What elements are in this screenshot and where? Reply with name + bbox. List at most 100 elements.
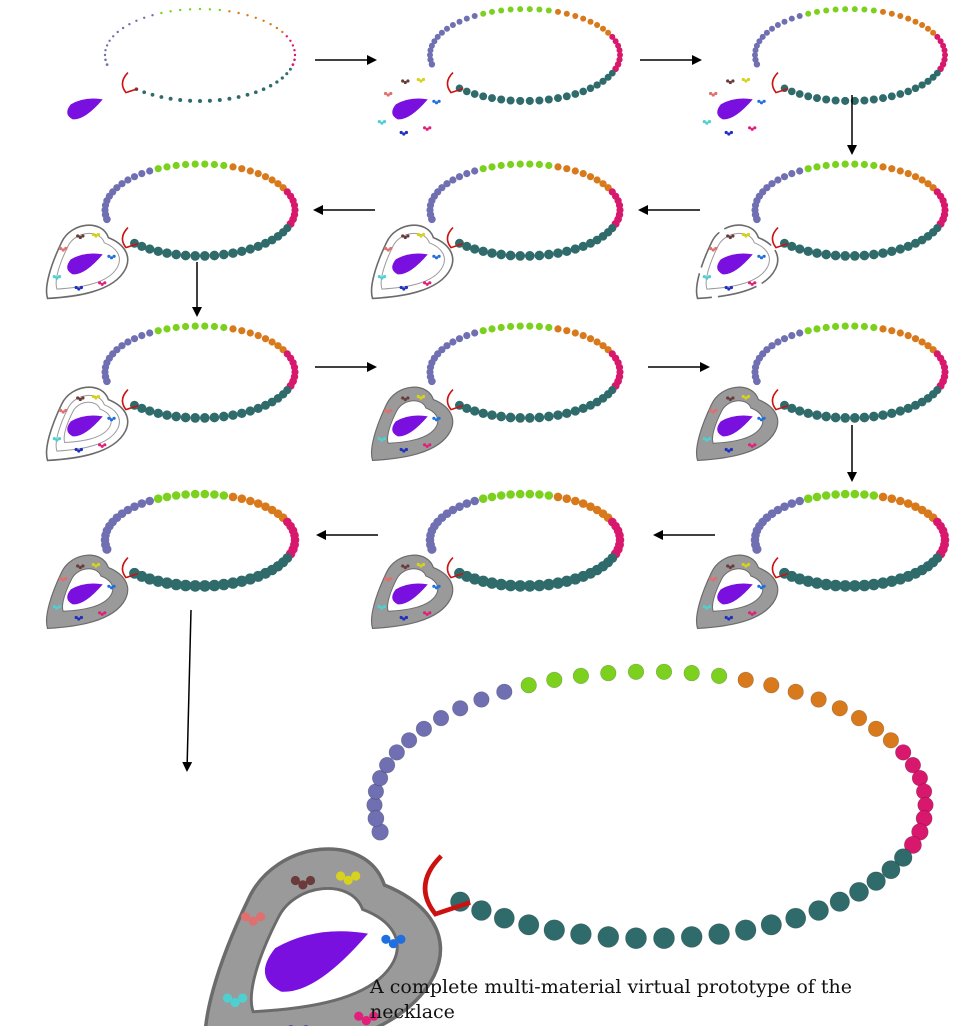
bead — [896, 90, 905, 98]
accent-stone — [61, 248, 65, 252]
accent-stone — [727, 287, 731, 291]
bead — [293, 53, 297, 57]
bead — [254, 170, 262, 178]
step-7 — [45, 322, 299, 462]
bead — [555, 8, 561, 15]
bead — [796, 329, 804, 337]
bead — [108, 39, 111, 42]
accent-stone — [714, 91, 718, 96]
bead — [680, 926, 703, 948]
bead — [903, 241, 913, 251]
bead — [617, 52, 623, 58]
bead — [787, 499, 797, 508]
gem-teardrop — [717, 253, 753, 275]
accent-stone — [757, 584, 761, 588]
cord-clasp — [121, 72, 139, 94]
bead — [894, 573, 906, 585]
bead — [470, 90, 479, 98]
accent-stone — [416, 232, 420, 237]
bead — [495, 578, 507, 591]
accent-stone — [103, 281, 107, 285]
bead — [104, 58, 107, 62]
bead — [496, 249, 507, 260]
accent-stone — [112, 416, 116, 420]
bead — [238, 327, 246, 335]
accent-stone — [741, 77, 745, 82]
accent-stone — [403, 397, 407, 402]
bead — [868, 578, 880, 591]
bead — [171, 491, 181, 500]
accent-stone — [230, 997, 240, 1008]
bead — [201, 322, 209, 330]
bead — [768, 180, 776, 188]
bead — [145, 406, 155, 416]
bead — [269, 23, 272, 26]
bead — [803, 408, 813, 419]
bead — [910, 400, 921, 410]
bead — [379, 757, 396, 774]
accent-stone — [434, 256, 439, 260]
accent-stone — [94, 396, 98, 400]
bead — [145, 244, 155, 254]
bead — [578, 403, 588, 413]
accent-stone — [748, 126, 752, 130]
bead — [868, 411, 879, 422]
accent-stone — [52, 605, 56, 609]
bead — [763, 677, 780, 694]
bead — [841, 322, 849, 330]
bead — [803, 246, 813, 257]
bead — [151, 14, 154, 17]
bead — [813, 325, 821, 333]
bead — [455, 502, 464, 512]
accent-stone — [748, 611, 752, 615]
gem-teardrop — [264, 931, 369, 992]
bead — [821, 491, 831, 500]
bead — [426, 210, 435, 219]
bead — [471, 167, 479, 175]
bead — [534, 412, 545, 423]
bead — [478, 246, 488, 257]
bead — [372, 770, 389, 787]
bead — [578, 241, 588, 251]
step-1 — [67, 7, 297, 120]
accent-stone — [750, 612, 754, 616]
bead — [796, 167, 804, 175]
bead — [130, 335, 139, 343]
accent-stone — [107, 254, 111, 258]
bead — [237, 408, 247, 419]
bead — [438, 29, 445, 36]
bead — [917, 235, 927, 245]
accent-stone — [434, 586, 439, 590]
bead — [526, 160, 534, 168]
bead — [571, 167, 579, 175]
bead — [562, 408, 572, 419]
accent-stone — [406, 396, 410, 400]
accent-stone — [404, 447, 408, 452]
accent-stone — [222, 993, 233, 1003]
accent-stone — [59, 576, 63, 581]
bead — [228, 248, 238, 258]
bead — [572, 667, 589, 684]
bead — [253, 241, 263, 251]
bead — [586, 173, 595, 181]
accent-stone — [404, 285, 408, 290]
bead — [190, 251, 201, 261]
accent-stone — [714, 408, 718, 413]
bead — [888, 165, 896, 173]
accent-stone — [428, 443, 432, 447]
necklace-ring — [751, 322, 949, 423]
accent-stone — [336, 871, 346, 881]
bead — [456, 18, 463, 25]
bead — [851, 6, 858, 13]
bead — [895, 406, 905, 416]
accent-stone — [351, 871, 361, 881]
bead — [293, 58, 296, 62]
bead — [191, 322, 199, 330]
gem-teardrop — [392, 415, 428, 437]
bead — [262, 19, 265, 22]
bead — [553, 248, 563, 258]
accent-stone — [401, 564, 405, 568]
bead — [868, 249, 879, 260]
bead — [821, 249, 832, 260]
bead — [180, 250, 191, 261]
